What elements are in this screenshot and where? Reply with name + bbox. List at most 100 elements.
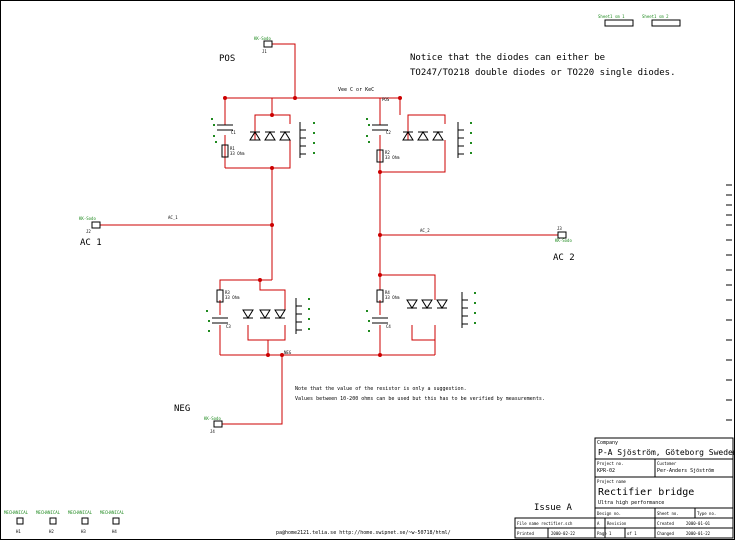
- resistor-r2: R2 33 Ohm: [376, 149, 400, 163]
- neg-label: NEG: [174, 404, 190, 414]
- mounting-hole-h4: MECHANICAL H4: [100, 510, 125, 534]
- j2-type: KK-Sodo: [79, 216, 96, 221]
- c1-label: C1: [231, 130, 236, 135]
- net-pos-label: POS: [382, 97, 390, 102]
- company-name: P-A Sjöström, Göteborg Sweden: [598, 448, 735, 457]
- r3-value: 33 Ohm: [225, 295, 240, 300]
- wire-bl-top: [219, 279, 272, 290]
- project-name: Rectifier bridge: [598, 487, 694, 498]
- company-label: Company: [597, 440, 618, 446]
- c3-label: C3: [226, 324, 231, 329]
- junction-dot: [270, 223, 274, 227]
- h4-type: MECHANICAL: [100, 510, 125, 515]
- j4-label: J4: [210, 429, 215, 434]
- mounting-holes: MECHANICAL H1 MECHANICAL H2 MECHANICAL H…: [4, 510, 125, 534]
- h2-label: H2: [49, 529, 54, 534]
- r1-label: R1: [230, 146, 235, 151]
- diode-pair-top-left: [249, 122, 306, 158]
- changed-label: Changed: [657, 531, 674, 536]
- page-of: of 1: [627, 531, 637, 536]
- capacitor-c1: C1: [217, 124, 236, 135]
- wire-bl-diode-top: [259, 280, 286, 310]
- border-tick-marks: [726, 184, 732, 421]
- wire-neg-feed: [222, 355, 283, 425]
- customer-name: Per-Anders Sjöström: [657, 468, 714, 474]
- sheet-label: Sheet no.: [657, 511, 679, 516]
- note-diodes-line2: TO247/TO218 double diodes or TO220 singl…: [410, 68, 676, 78]
- net-top-label: Vee C or KeC: [338, 87, 374, 93]
- connector-j3-ac2: KK-Sodo J3: [555, 226, 572, 243]
- c4-label: C4: [386, 324, 391, 329]
- junction-dot: [398, 96, 402, 100]
- resistor-r3: R3 33 Ohm: [216, 289, 240, 303]
- r1-value: 33 Ohm: [230, 151, 245, 156]
- mounting-hole-h1: MECHANICAL H1: [4, 510, 29, 534]
- mounting-hole-h3: MECHANICAL H3: [68, 510, 93, 534]
- j1-label: J1: [262, 49, 267, 54]
- junctions: [223, 96, 402, 357]
- note-diodes-line1: Notice that the diodes can either be: [410, 53, 605, 63]
- revision-value: A: [597, 521, 600, 526]
- j1-type: KK-Sodo: [254, 36, 271, 41]
- wires: [100, 43, 558, 425]
- connector-j4-neg: KK-Sodo J4: [204, 416, 223, 434]
- h4-label: H4: [112, 529, 117, 534]
- r2-label: R2: [385, 150, 390, 155]
- mounting-hole-h2: MECHANICAL H2: [36, 510, 61, 534]
- wire-bl-diode-bottom: [247, 325, 286, 341]
- sheet-top2-label: Sheet1 sm 2: [642, 14, 669, 19]
- r4-value: 33 Ohm: [385, 295, 400, 300]
- file-label: File name rectifier.sch: [517, 521, 573, 526]
- ac2-label: AC 2: [553, 253, 575, 263]
- note-resistor-line2: Values between 10-200 ohms can be used b…: [295, 396, 545, 402]
- sheet-symbol-1: Sheet1 sm 1: [598, 14, 634, 27]
- connector-j1-pos: KK-Sodo J1: [254, 36, 273, 54]
- capacitor-c3: C3: [212, 317, 231, 329]
- created-date: 2000-01-01: [686, 521, 711, 526]
- project-no-label: Project no.: [597, 461, 624, 466]
- wire-br-diode-top: [380, 274, 436, 300]
- title-block: Company P-A Sjöström, Göteborg Sweden Pr…: [514, 437, 735, 539]
- j3-label: J3: [557, 226, 562, 231]
- changed-date: 2000-01-22: [686, 531, 711, 536]
- capacitor-c2: C2: [372, 124, 391, 135]
- h3-label: H3: [81, 529, 86, 534]
- customer-label: Customer: [657, 461, 677, 466]
- project-subtitle: Ultra high performance: [598, 500, 664, 506]
- wire-tr-diode-top: [407, 114, 446, 140]
- j2-label: J2: [86, 229, 91, 234]
- junction-dot: [378, 353, 382, 357]
- issue-label: Issue A: [534, 503, 573, 513]
- sheet-symbol-2: Sheet1 sm 2: [642, 14, 681, 27]
- net-ac1-label: AC_1: [168, 215, 178, 220]
- wire-tl-bottom: [225, 140, 291, 169]
- net-neg-label: NEG: [284, 350, 292, 355]
- diode-pair-bottom-left: [242, 298, 302, 334]
- j3-type: KK-Sodo: [555, 238, 572, 243]
- net-ac2-label: AC_2: [420, 228, 430, 233]
- capacitor-c4: C4: [372, 317, 391, 329]
- revision-label: Revision: [607, 521, 627, 526]
- printed-label: Printed: [517, 531, 534, 536]
- r3-label: R3: [225, 290, 230, 295]
- footer-url: pa@home2121.telia.se http://home.swipnet…: [276, 530, 451, 536]
- project-name-label: Project name: [597, 479, 626, 484]
- project-no: KPR-02: [597, 468, 615, 474]
- design-label: Design no.: [597, 511, 621, 516]
- junction-dot: [378, 233, 382, 237]
- printed-date: 2000-02-22: [551, 531, 576, 536]
- ac1-label: AC 1: [80, 238, 102, 248]
- h3-type: MECHANICAL: [68, 510, 93, 515]
- wire-br-diode-bottom: [411, 325, 436, 341]
- junction-dot: [266, 353, 270, 357]
- junction-dot: [270, 113, 274, 117]
- h1-label: H1: [16, 529, 21, 534]
- h1-type: MECHANICAL: [4, 510, 29, 515]
- junction-dot: [378, 273, 382, 277]
- page-label: Page 1: [597, 531, 612, 536]
- created-label: Created: [657, 521, 674, 526]
- junction-dot: [270, 166, 274, 170]
- wire-pos-feed: [272, 43, 296, 98]
- junction-dot: [223, 96, 227, 100]
